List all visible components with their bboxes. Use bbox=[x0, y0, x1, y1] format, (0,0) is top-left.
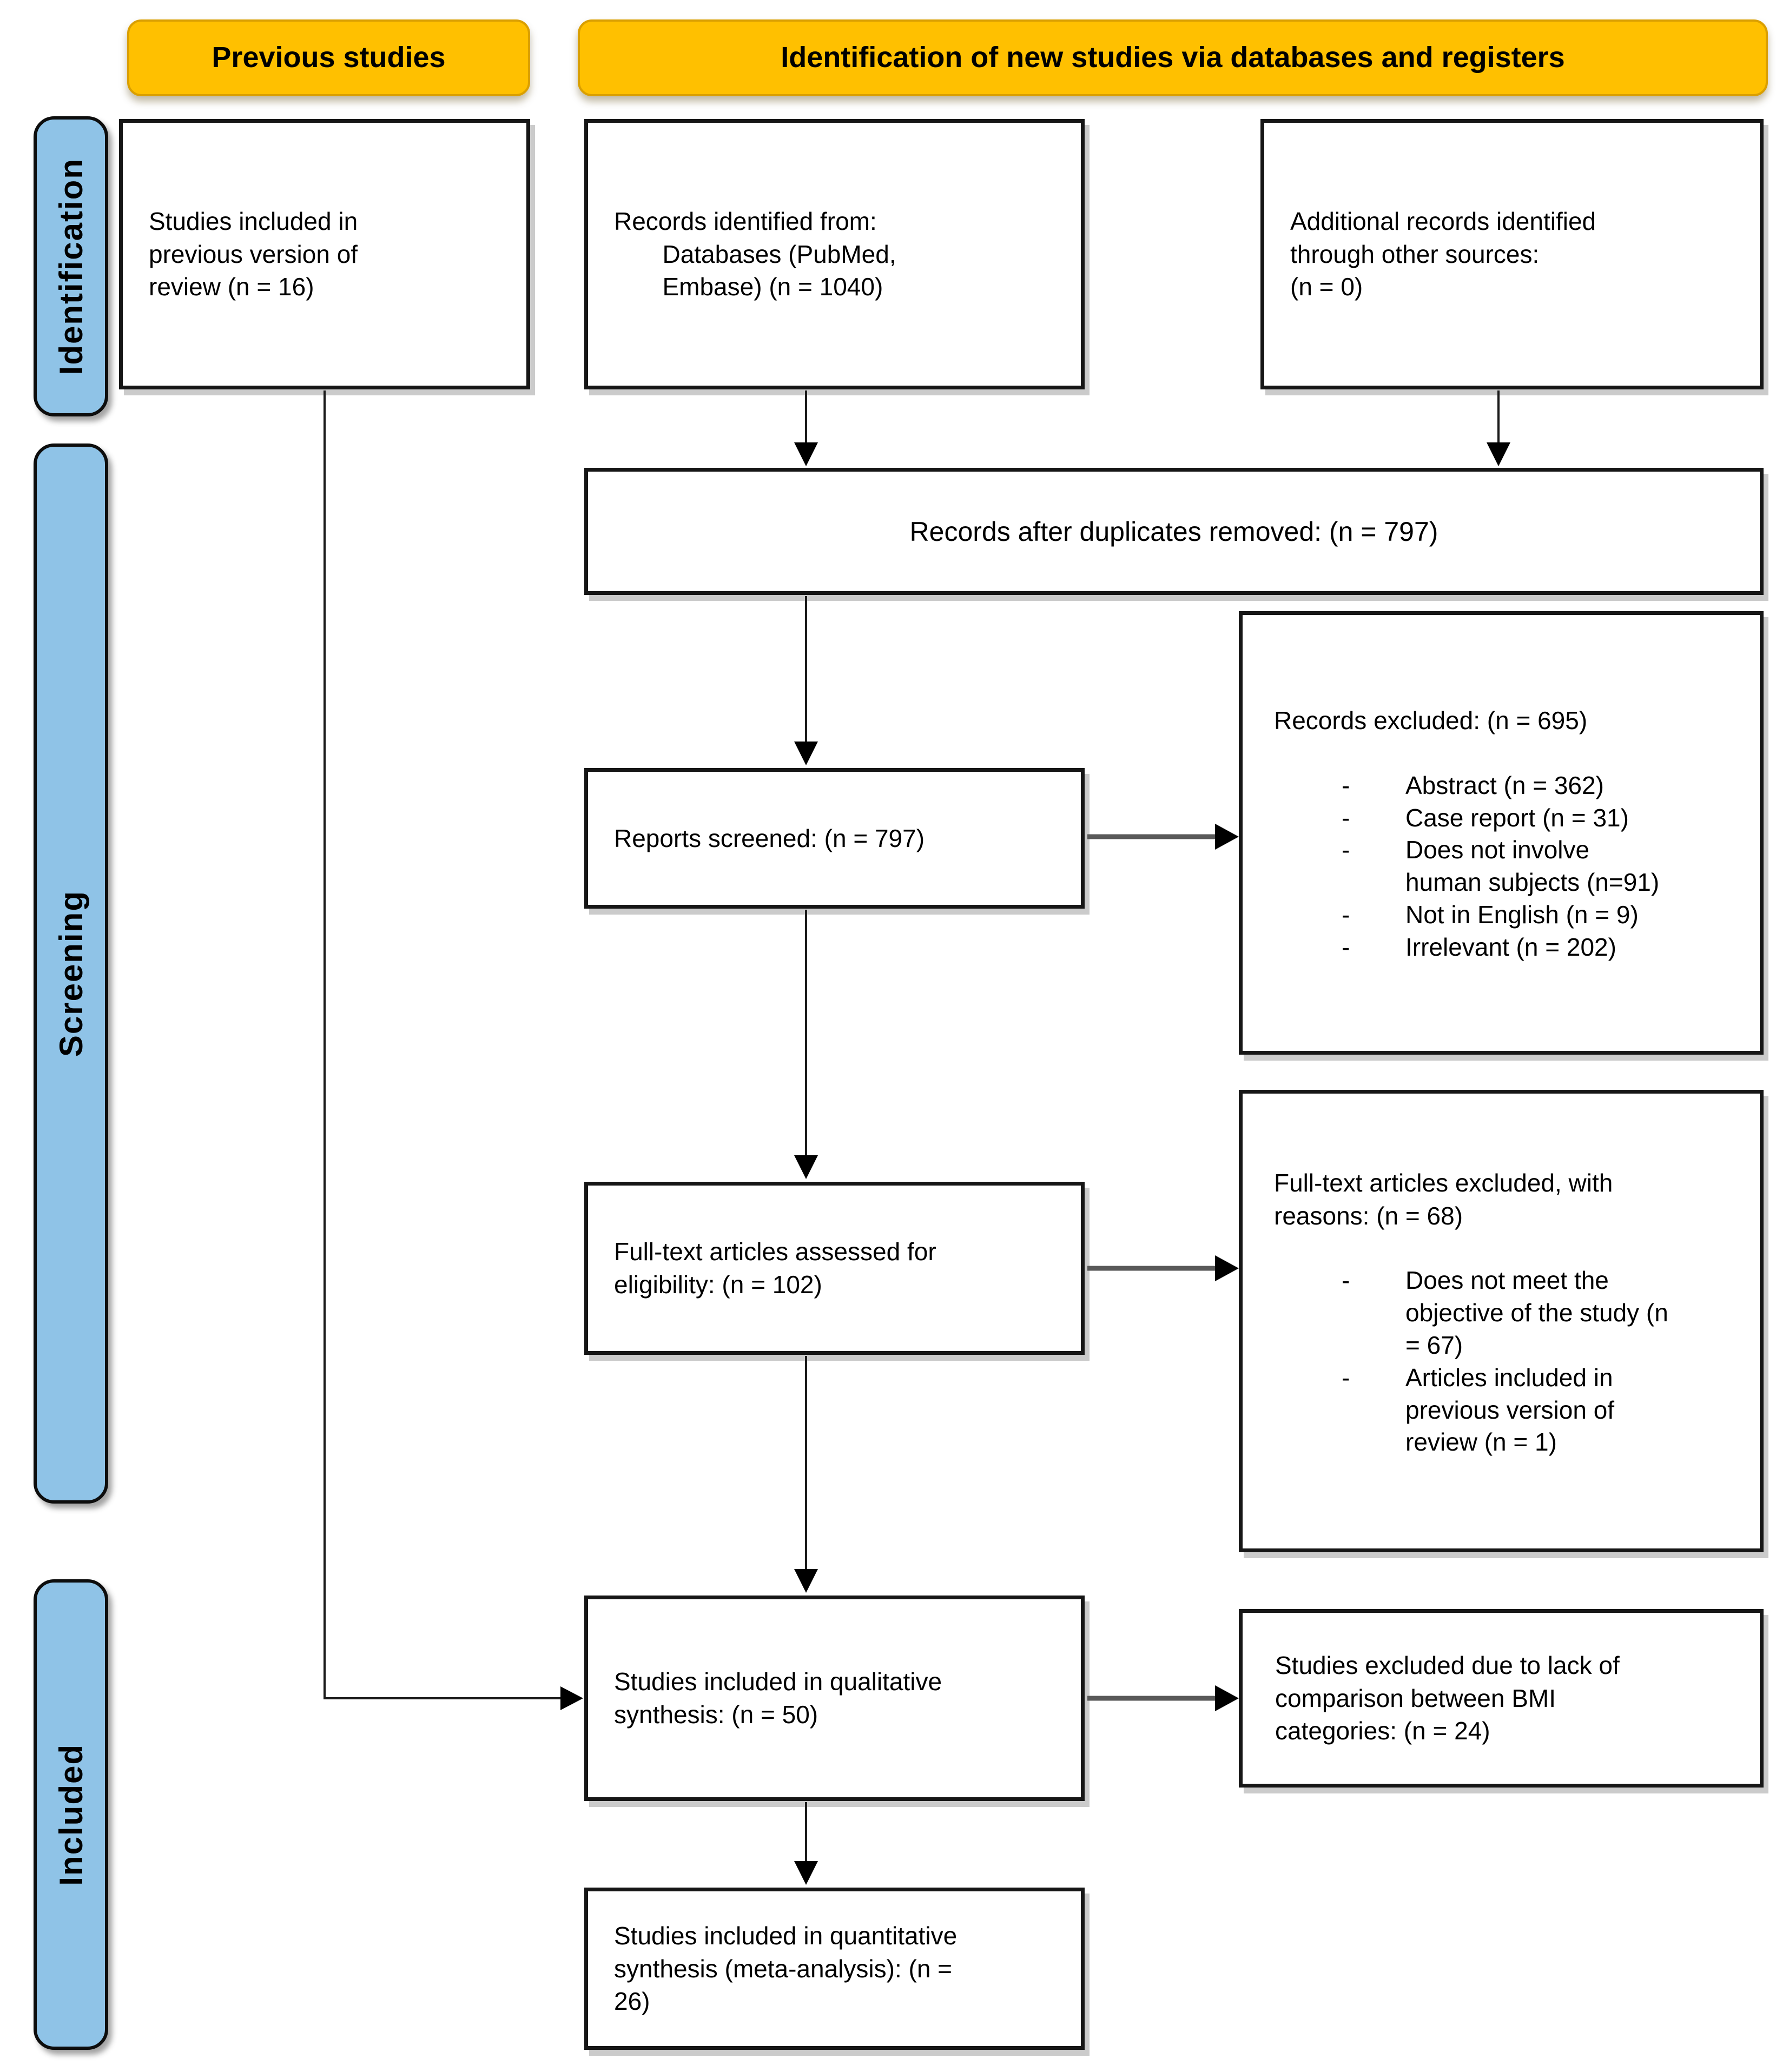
arrow-fulltext-to-qualitative bbox=[794, 1356, 818, 1593]
box-fulltext-assessed-text: Full-text articles assessed for eligibil… bbox=[614, 1237, 936, 1299]
box-records-excluded: Records excluded: (n = 695) Abstract (n … bbox=[1239, 611, 1764, 1055]
box-fulltext-assessed: Full-text articles assessed for eligibil… bbox=[584, 1182, 1085, 1355]
box-bmi-excluded: Studies excluded due to lack of comparis… bbox=[1239, 1609, 1764, 1788]
arrow-records-to-duplicates bbox=[794, 390, 818, 466]
arrow-fulltext-to-ftexcluded bbox=[1087, 1255, 1239, 1281]
box-quantitative-synthesis: Studies included in quantitative synthes… bbox=[584, 1888, 1085, 2050]
box-reports-screened-text: Reports screened: (n = 797) bbox=[614, 824, 925, 852]
list-item: Does not meet the objective of the study… bbox=[1342, 1265, 1744, 1361]
fulltext-excluded-list: Does not meet the objective of the study… bbox=[1342, 1265, 1760, 1459]
box-previous-review-text: Studies included in previous version of … bbox=[149, 207, 358, 301]
box-records-excluded-title: Records excluded: (n = 695) bbox=[1274, 706, 1588, 734]
list-item: Abstract (n = 362) bbox=[1342, 770, 1744, 802]
list-item: Does not involve human subjects (n=91) bbox=[1342, 834, 1744, 899]
list-item: Not in English (n = 9) bbox=[1342, 899, 1744, 931]
arrow-qualitative-to-bmiexcluded bbox=[1087, 1685, 1239, 1711]
header-identification-new-studies: Identification of new studies via databa… bbox=[578, 19, 1768, 96]
box-qualitative-synthesis: Studies included in qualitative synthesi… bbox=[584, 1596, 1085, 1801]
list-item: Articles included in previous version of… bbox=[1342, 1362, 1744, 1459]
stage-identification: Identification bbox=[34, 116, 108, 416]
header-previous-studies: Previous studies bbox=[127, 19, 530, 96]
box-records-identified: Records identified from: Databases (PubM… bbox=[584, 119, 1085, 389]
box-fulltext-excluded: Full-text articles excluded, with reason… bbox=[1239, 1090, 1764, 1552]
header-identification-new-studies-label: Identification of new studies via databa… bbox=[781, 41, 1565, 74]
arrow-screened-to-fulltext bbox=[794, 910, 818, 1179]
box-fulltext-excluded-title: Full-text articles excluded, with reason… bbox=[1274, 1169, 1613, 1230]
stage-included-label: Included bbox=[52, 1743, 89, 1886]
stage-screening: Screening bbox=[34, 443, 108, 1504]
stage-identification-label: Identification bbox=[52, 157, 89, 375]
stage-screening-label: Screening bbox=[52, 890, 89, 1057]
arrow-screened-to-excluded bbox=[1087, 824, 1239, 850]
arrow-qualitative-to-quantitative bbox=[794, 1802, 818, 1885]
box-quantitative-synthesis-text: Studies included in quantitative synthes… bbox=[614, 1921, 958, 2016]
arrow-previous-to-qualitative bbox=[323, 390, 583, 1710]
box-duplicates-removed-text: Records after duplicates removed: (n = 7… bbox=[909, 516, 1438, 547]
box-duplicates-removed: Records after duplicates removed: (n = 7… bbox=[584, 468, 1764, 595]
list-item: Irrelevant (n = 202) bbox=[1342, 931, 1744, 964]
list-item: Case report (n = 31) bbox=[1342, 802, 1744, 835]
stage-included: Included bbox=[34, 1579, 108, 2050]
box-additional-records-text: Additional records identified through ot… bbox=[1290, 207, 1596, 301]
arrow-additional-to-duplicates bbox=[1487, 390, 1510, 466]
box-qualitative-synthesis-text: Studies included in qualitative synthesi… bbox=[614, 1667, 942, 1729]
box-records-identified-text: Records identified from: Databases (PubM… bbox=[614, 207, 896, 301]
box-previous-review: Studies included in previous version of … bbox=[119, 119, 530, 389]
header-previous-studies-label: Previous studies bbox=[212, 41, 446, 74]
box-reports-screened: Reports screened: (n = 797) bbox=[584, 768, 1085, 909]
box-bmi-excluded-text: Studies excluded due to lack of comparis… bbox=[1275, 1651, 1620, 1745]
arrow-duplicates-to-screened bbox=[794, 596, 818, 765]
records-excluded-list: Abstract (n = 362) Case report (n = 31) … bbox=[1342, 770, 1760, 964]
box-additional-records: Additional records identified through ot… bbox=[1260, 119, 1764, 389]
